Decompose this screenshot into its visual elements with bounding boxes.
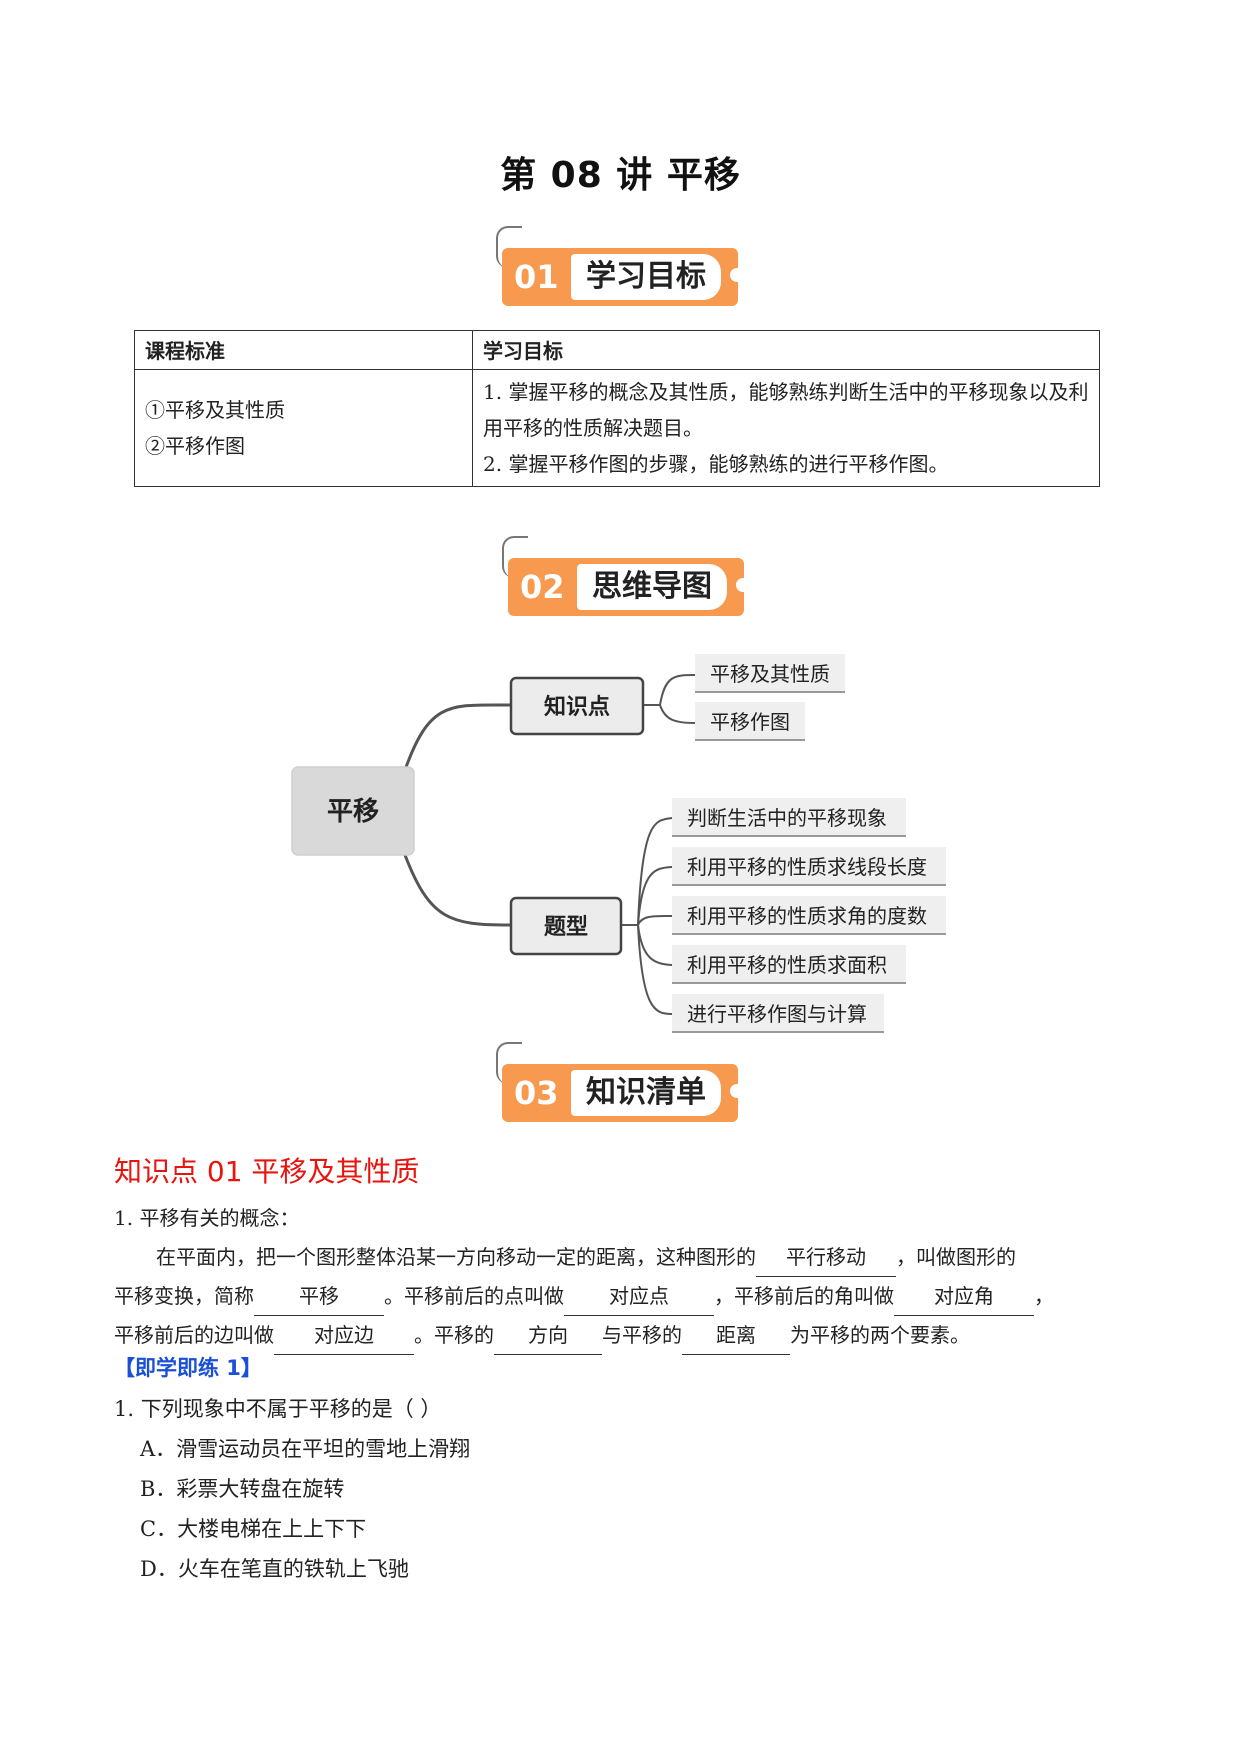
fill-blank-answer: 距离 (682, 1316, 790, 1355)
answer-option-a[interactable]: A．滑雪运动员在平坦的雪地上滑翔 (140, 1437, 471, 1461)
mindmap-leaf-label: 判断生活中的平移现象 (687, 806, 887, 830)
answer-option-c[interactable]: C．大楼电梯在上上下下 (140, 1517, 367, 1541)
fill-blank-answer: 方向 (494, 1316, 602, 1355)
fill-blank-answer: 对应点 (564, 1277, 714, 1316)
mindmap-leaf-label: 平移及其性质 (710, 662, 830, 686)
mindmap-leaf-label: 利用平移的性质求角的度数 (687, 904, 927, 928)
section-banner-01: 01 学习目标 (496, 226, 746, 308)
mindmap-leaf (672, 994, 884, 1032)
goal-item: 1. 掌握平移的概念及其性质，能够熟练判断生活中的平移现象以及利用平移的性质解决… (483, 380, 1089, 440)
mind-map: 平移 知识点 题型 平移及其性质 平移作图 判断生活中的平移现象 利用平移的性质… (291, 654, 946, 1033)
goals-cell: 1. 掌握平移的概念及其性质，能够熟练判断生活中的平移现象以及利用平移的性质解决… (472, 369, 1100, 487)
mindmap-leaf-label: 利用平移的性质求线段长度 (687, 855, 927, 879)
fill-blank-answer: 平移 (254, 1277, 384, 1316)
clip-icon (496, 226, 522, 268)
mindmap-root-node (291, 766, 415, 856)
goal-item: 2. 掌握平移作图的步骤，能够熟练的进行平移作图。 (483, 452, 949, 476)
clip-icon (496, 1042, 522, 1084)
knowledge-point-heading: 知识点 01 平移及其性质 (114, 1155, 420, 1188)
fill-blank-answer: 平行移动 (756, 1238, 896, 1277)
clip-icon (502, 536, 528, 578)
section-label: 学习目标 (571, 254, 721, 300)
mindmap-leaf (672, 798, 906, 836)
section-number: 02 (520, 568, 565, 606)
answer-option-b[interactable]: B．彩票大转盘在旋转 (140, 1477, 345, 1501)
section-banner-02: 02 思维导图 (502, 536, 752, 618)
fill-blank-answer: 对应边 (274, 1316, 414, 1355)
knowledge-paragraph: 在平面内，把一个图形整体沿某一方向移动一定的距离，这种图形的平行移动，叫做图形的… (114, 1238, 1124, 1355)
knowledge-item-title: 1. 平移有关的概念： (114, 1206, 300, 1230)
section-number: 01 (514, 258, 559, 296)
mindmap-leaf (672, 945, 906, 983)
mindmap-leaf-label: 利用平移的性质求面积 (687, 953, 887, 977)
mindmap-leaf-label: 平移作图 (710, 710, 790, 734)
answer-option-d[interactable]: D．火车在笔直的铁轨上飞驰 (140, 1557, 409, 1581)
page-title: 第 08 讲 平移 (500, 155, 741, 196)
table-header-standard: 课程标准 (134, 330, 473, 370)
table-header-goals: 学习目标 (472, 330, 1100, 370)
standard-item: ①平移及其性质 (145, 398, 285, 422)
practice-label: 【即学即练 1】 (114, 1356, 262, 1380)
standard-item: ②平移作图 (145, 434, 245, 458)
section-banner-03: 03 知识清单 (496, 1042, 746, 1124)
section-label: 思维导图 (577, 564, 727, 610)
section-number: 03 (514, 1074, 559, 1112)
mindmap-branch-label: 题型 (544, 915, 588, 940)
mindmap-branch-label: 知识点 (544, 694, 610, 720)
learning-goals-table: 课程标准 学习目标 ①平移及其性质 ②平移作图 1. 掌握平移的概念及其性质，能… (134, 330, 1100, 487)
mindmap-branch-node (509, 676, 645, 736)
mindmap-leaf (695, 702, 805, 740)
mindmap-leaf (672, 847, 946, 885)
section-label: 知识清单 (571, 1070, 721, 1116)
standards-cell: ①平移及其性质 ②平移作图 (134, 369, 473, 487)
mindmap-root-label: 平移 (327, 797, 379, 827)
mindmap-leaf (695, 654, 845, 692)
mindmap-leaf (672, 896, 946, 934)
mindmap-branch-node (509, 896, 623, 956)
practice-question: 1. 下列现象中不属于平移的是（ ） (114, 1397, 442, 1421)
mindmap-leaf-label: 进行平移作图与计算 (687, 1002, 867, 1026)
fill-blank-answer: 对应角 (894, 1277, 1034, 1316)
